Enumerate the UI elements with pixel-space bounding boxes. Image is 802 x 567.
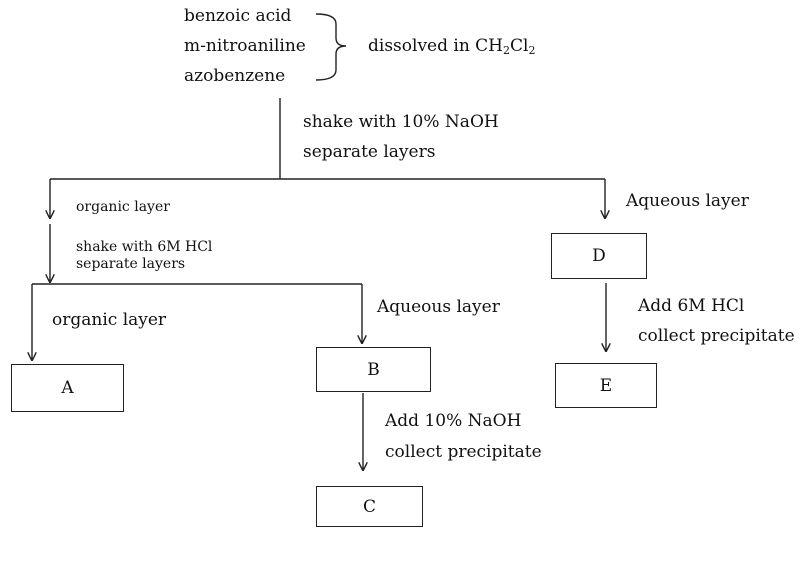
box-c: C — [316, 486, 423, 527]
step1-line1: shake with 10% NaOH — [303, 112, 499, 132]
box-b: B — [316, 347, 431, 392]
box-a: A — [11, 364, 124, 412]
aqueous-layer-label-right: Aqueous layer — [626, 191, 749, 211]
hcl-d-step-line2: collect precipitate — [638, 326, 795, 346]
compound-1: benzoic acid — [184, 6, 292, 26]
naoh-step-line1: Add 10% NaOH — [385, 411, 522, 431]
hcl-step-line1: shake with 6M HCl — [76, 239, 213, 255]
hcl-d-step-line1: Add 6M HCl — [638, 296, 745, 316]
compound-2: m-nitroaniline — [184, 36, 306, 56]
step1-line2: separate layers — [303, 142, 436, 162]
box-e: E — [555, 363, 657, 408]
box-d: D — [551, 233, 647, 279]
grouping-brace — [315, 13, 347, 81]
naoh-step-line2: collect precipitate — [385, 442, 542, 462]
solvent-label: dissolved in CH2Cl2 — [368, 36, 536, 57]
aqueous-layer-label-left: Aqueous layer — [377, 297, 500, 317]
organic-layer-label: organic layer — [76, 199, 170, 215]
compound-3: azobenzene — [184, 66, 286, 86]
organic-layer-label-2: organic layer — [52, 310, 167, 330]
hcl-step-line2: separate layers — [76, 256, 186, 272]
